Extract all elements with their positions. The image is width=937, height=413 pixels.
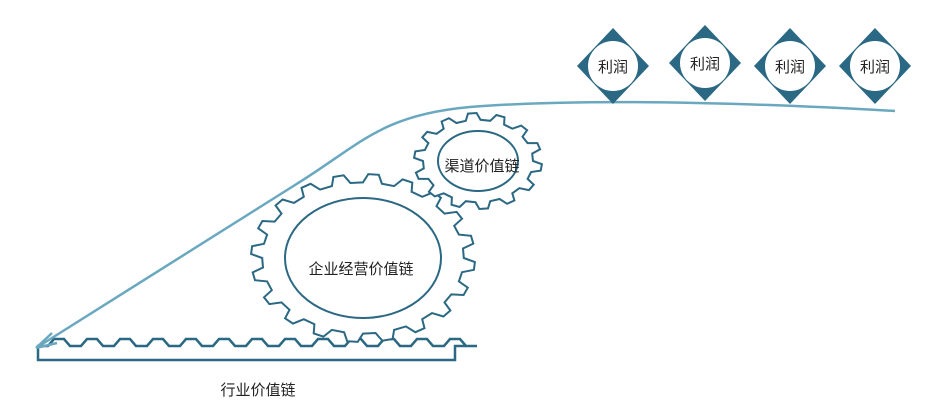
enterprise-chain-label: 企业经营价值链 xyxy=(308,260,413,278)
profit-diamond: 利润 xyxy=(839,28,911,104)
profit-diamond: 利润 xyxy=(577,28,649,104)
diamond-circle xyxy=(680,38,730,88)
channel-gear-hub xyxy=(437,130,519,192)
industry-rack xyxy=(36,337,477,362)
profit-label: 利润 xyxy=(598,58,628,76)
diamond-circle xyxy=(588,41,638,91)
profit-diamond: 利润 xyxy=(669,25,741,101)
industry-chain-label: 行业价值链 xyxy=(220,381,295,399)
growth-curve xyxy=(35,100,896,350)
diamond-circle xyxy=(850,41,900,91)
diamond-circle xyxy=(765,41,815,91)
profit-label: 利润 xyxy=(860,58,890,76)
profit-label: 利润 xyxy=(775,58,805,76)
channel-chain-label: 渠道价值链 xyxy=(444,157,519,175)
profit-diamond: 利润 xyxy=(754,28,826,104)
enterprise-gear-hub xyxy=(284,197,442,319)
profit-label: 利润 xyxy=(690,55,720,73)
curve-arrow-head xyxy=(35,332,58,350)
